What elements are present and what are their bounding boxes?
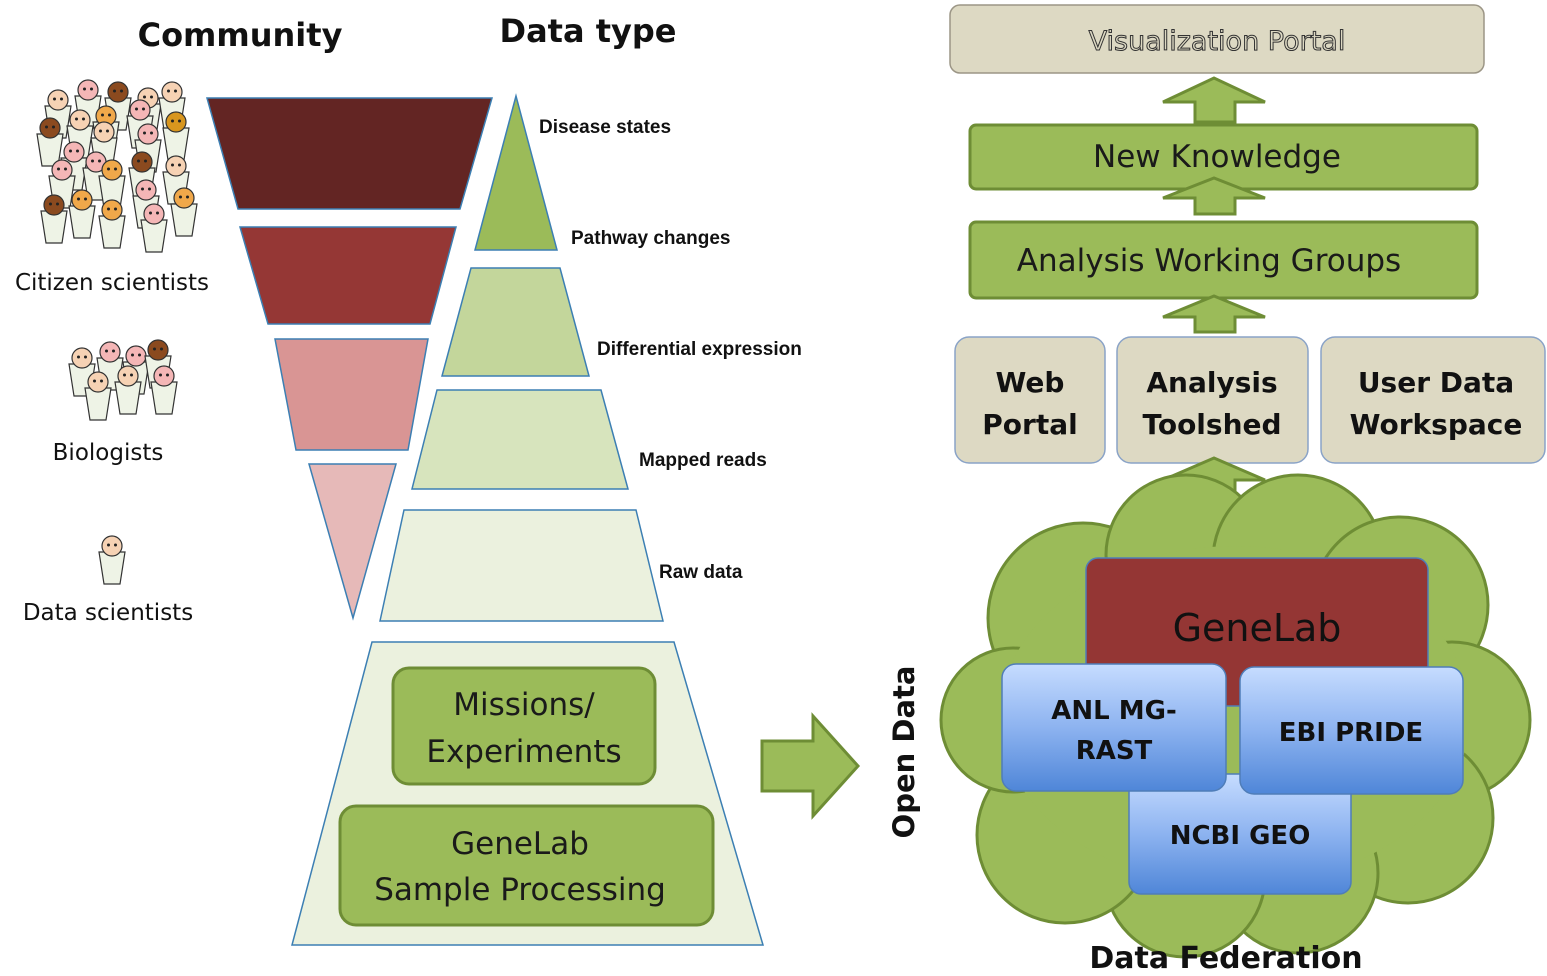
up-arrow-icon-1 xyxy=(1162,76,1266,124)
biologists-label: Biologists xyxy=(53,440,164,466)
toolshed-line1: Analysis xyxy=(1146,366,1277,399)
up-arrow-icon-3 xyxy=(1162,294,1266,334)
funnel-tier-2 xyxy=(239,226,457,325)
data-type-disease-states: Disease states xyxy=(539,117,671,138)
data-type-header: Data type xyxy=(500,12,677,50)
data-scientists-label: Data scientists xyxy=(23,600,193,626)
visualization-portal-box xyxy=(949,4,1485,74)
funnel-tier-biologists xyxy=(274,338,429,451)
anl-line2: RAST xyxy=(1076,736,1153,766)
pyramid-mapped-reads xyxy=(379,509,664,622)
data-type-raw-data: Raw data xyxy=(659,562,743,583)
pyramid-disease-states xyxy=(474,93,558,251)
ebi-pride-box xyxy=(1239,666,1464,795)
biologists-icon xyxy=(68,339,178,421)
toolshed-line2: Toolshed xyxy=(1142,408,1281,441)
missions-line2: Experiments xyxy=(426,734,621,770)
community-header: Community xyxy=(138,16,343,54)
anl-line1: ANL MG- xyxy=(1051,696,1177,726)
pyramid-differential-expression xyxy=(411,389,629,490)
new-knowledge-label: New Knowledge xyxy=(1093,139,1341,175)
data-type-differential-expression: Differential expression xyxy=(597,339,802,360)
ncbi-geo-label: NCBI GEO xyxy=(1170,821,1311,851)
data-scientists-icon xyxy=(98,535,126,585)
analysis-working-groups-box xyxy=(968,220,1479,300)
genelab-label: GeneLab xyxy=(1173,606,1342,650)
web-portal-box xyxy=(954,336,1106,464)
web-portal-line2: Portal xyxy=(982,408,1077,441)
missions-line1: Missions/ xyxy=(453,687,595,723)
data-federation-label: Data Federation xyxy=(1089,941,1362,976)
citizen-scientists-label: Citizen scientists xyxy=(15,270,209,296)
citizen-scientists-icon xyxy=(36,79,198,253)
processing-line1: GeneLab xyxy=(451,826,589,862)
open-data-label: Open Data xyxy=(887,666,921,839)
processing-line2: Sample Processing xyxy=(374,872,666,908)
sample-processing-box xyxy=(338,804,715,927)
pyramid-pathway-changes xyxy=(441,267,590,377)
right-arrow-icon xyxy=(760,712,861,820)
data-type-pathway-changes: Pathway changes xyxy=(571,228,730,249)
funnel-tier-data-scientists xyxy=(308,463,397,621)
analysis-working-groups-label: Analysis Working Groups xyxy=(1017,243,1401,279)
data-type-mapped-reads: Mapped reads xyxy=(639,450,767,471)
workspace-line1: User Data xyxy=(1358,366,1514,399)
analysis-toolshed-box xyxy=(1116,336,1309,464)
up-arrow-icon-2 xyxy=(1162,176,1266,216)
web-portal-line1: Web xyxy=(996,366,1065,399)
missions-experiments-box xyxy=(391,666,657,786)
anl-mg-rast-box xyxy=(1001,663,1227,792)
funnel-tier-citizen xyxy=(206,97,493,210)
user-data-workspace-box xyxy=(1320,336,1546,464)
workspace-line2: Workspace xyxy=(1350,408,1523,441)
visualization-portal-label: Visualization Portal xyxy=(1089,26,1346,57)
ebi-pride-label: EBI PRIDE xyxy=(1279,718,1423,748)
